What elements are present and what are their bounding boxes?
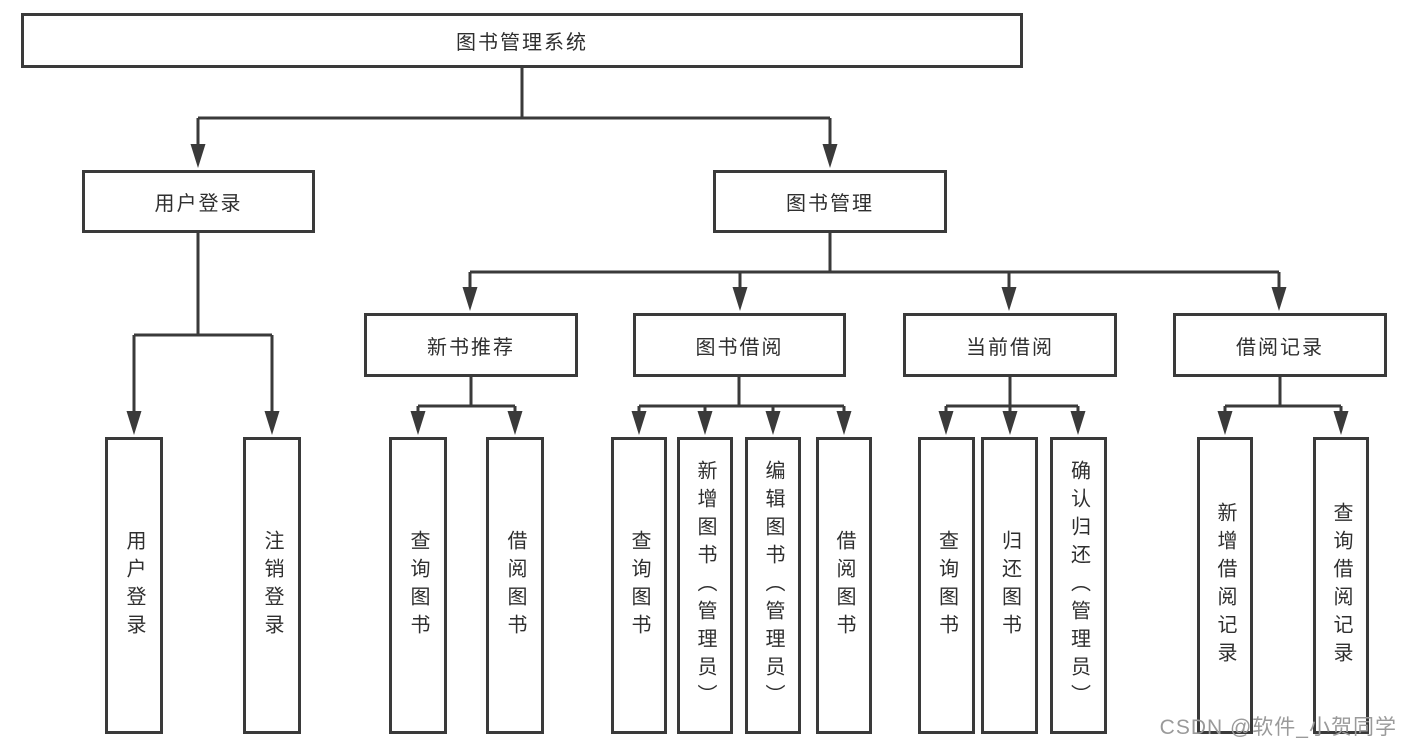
node-user-login: 用户登录 — [82, 170, 315, 233]
arrowhead-book-borrow — [732, 287, 748, 311]
arrowhead-records — [1271, 287, 1287, 311]
arrowhead-leaf-query-2 — [631, 411, 647, 435]
arrowhead-leaf-user-login — [126, 411, 142, 435]
leaf-user-login-label: 用户登录 — [123, 529, 145, 642]
leaf-query-book-borrow: 查询图书 — [611, 437, 667, 734]
arrowhead-book-mgmt — [822, 144, 838, 168]
leaf-confirm-return-admin: 确认归还（管理员） — [1050, 437, 1107, 734]
node-current-borrow: 当前借阅 — [903, 313, 1117, 377]
node-book-borrow-label: 图书借阅 — [695, 336, 784, 359]
leaf-add-book-admin-label: 新增图书（管理员） — [694, 459, 716, 712]
leaf-logout: 注销登录 — [243, 437, 301, 734]
node-borrow-records-label: 借阅记录 — [1236, 336, 1324, 359]
leaf-return-book: 归还图书 — [981, 437, 1038, 734]
leaf-borrow-book-label: 借阅图书 — [833, 529, 855, 642]
leaf-query-borrow-record-label: 查询借阅记录 — [1330, 501, 1352, 670]
leaf-edit-book-admin-label: 编辑图书（管理员） — [762, 459, 784, 712]
leaf-query-book-current-label: 查询图书 — [935, 529, 958, 642]
leaf-add-book-admin: 新增图书（管理员） — [677, 437, 733, 734]
node-book-management-label: 图书管理 — [786, 193, 874, 215]
leaf-edit-book-admin: 编辑图书（管理员） — [745, 437, 801, 734]
leaf-query-borrow-record: 查询借阅记录 — [1313, 437, 1369, 734]
arrowhead-leaf-edit-book — [765, 411, 781, 435]
leaf-query-book-current: 查询图书 — [918, 437, 975, 734]
arrowhead-leaf-borrow-1 — [507, 411, 523, 435]
leaf-add-borrow-record-label: 新增借阅记录 — [1214, 501, 1236, 670]
node-book-management: 图书管理 — [713, 170, 947, 233]
node-book-borrow: 图书借阅 — [633, 313, 846, 377]
node-root-label: 图书管理系统 — [456, 32, 588, 54]
leaf-query-book-recommend: 查询图书 — [389, 437, 447, 734]
arrowhead-new-rec — [462, 287, 478, 311]
leaf-borrow-book-recommend: 借阅图书 — [486, 437, 544, 734]
arrowhead-leaf-logout — [264, 411, 280, 435]
arrowhead-leaf-query-1 — [410, 411, 426, 435]
leaf-logout-label: 注销登录 — [261, 529, 283, 642]
arrowhead-leaf-add-book — [697, 411, 713, 435]
leaf-borrow-book: 借阅图书 — [816, 437, 872, 734]
arrowhead-leaf-query-record — [1333, 411, 1349, 435]
arrowhead-user-login — [190, 144, 206, 168]
leaf-borrow-book-recommend-label: 借阅图书 — [504, 529, 526, 642]
leaf-return-book-label: 归还图书 — [998, 529, 1021, 642]
leaf-query-book-recommend-label: 查询图书 — [407, 529, 429, 642]
leaf-user-login: 用户登录 — [105, 437, 163, 734]
node-new-book-recommend-label: 新书推荐 — [427, 336, 515, 359]
arrowhead-cur-borrow — [1001, 287, 1017, 311]
node-new-book-recommend: 新书推荐 — [364, 313, 578, 377]
arrowhead-leaf-return-book — [1002, 411, 1018, 435]
leaf-add-borrow-record: 新增借阅记录 — [1197, 437, 1253, 734]
csdn-watermark: CSDN @软件_小贺同学 — [1159, 716, 1397, 739]
arrowhead-leaf-query-3 — [938, 411, 954, 435]
arrowhead-leaf-borrow-2 — [836, 411, 852, 435]
leaf-confirm-return-admin-label: 确认归还（管理员） — [1067, 459, 1090, 712]
arrowhead-leaf-confirm-ret — [1070, 411, 1086, 435]
node-current-borrow-label: 当前借阅 — [966, 336, 1054, 359]
leaf-query-book-borrow-label: 查询图书 — [628, 529, 650, 642]
node-user-login-label: 用户登录 — [154, 193, 243, 215]
node-borrow-records: 借阅记录 — [1173, 313, 1387, 377]
arrowhead-leaf-add-record — [1217, 411, 1233, 435]
node-root: 图书管理系统 — [21, 13, 1023, 68]
